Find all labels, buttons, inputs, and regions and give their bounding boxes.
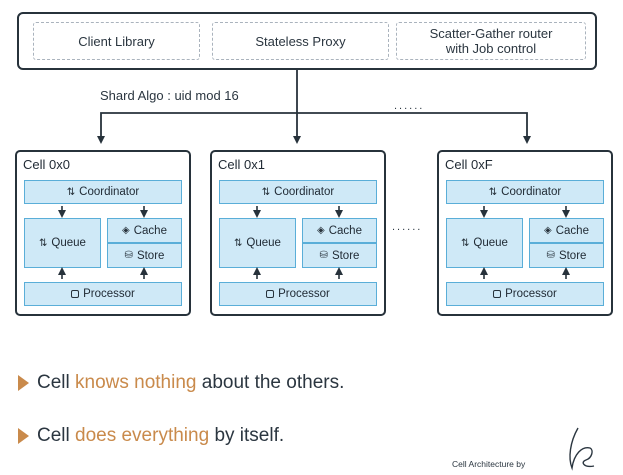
sort-arrows-icon: ⇅ [261,186,271,198]
cache-box: ◈ Cache [107,218,182,243]
cell-0x1: Cell 0x1 ⇅ Coordinator ⇅ Queue ◈ Cache ⛁… [210,150,386,316]
ellipsis-middle: ...... [392,221,423,233]
sort-arrows-icon: ⇅ [39,237,48,249]
coordinator-box: ⇅ Coordinator [24,180,182,204]
architecture-diagram: Client Library Stateless Proxy Scatter-G… [15,12,613,316]
bullet-suffix: about the others. [196,372,345,393]
cell-title: Cell 0xF [445,157,493,172]
sort-arrows-icon: ⇅ [66,186,76,198]
cell-inner-arrows [480,206,570,279]
shard-algo-label: Shard Algo : uid mod 16 [100,88,239,103]
database-icon: ⛁ [546,250,555,261]
cache-box: ◈ Cache [529,218,604,243]
coordinator-box: ⇅ Coordinator [219,180,377,204]
queue-label: Queue [51,237,86,249]
queue-box: ⇅ Queue [24,218,101,268]
layers-icon: ◈ [317,225,325,236]
layers-icon: ◈ [122,225,130,236]
processor-box: Processor [219,282,377,306]
queue-label: Queue [473,237,508,249]
triangle-bullet-icon [18,375,29,391]
credit-text: Cell Architecture by [452,459,526,469]
cell-title: Cell 0x0 [23,157,70,172]
signature-logo [569,427,595,471]
bullet-point: Cell knows nothing about the others. [18,372,344,394]
square-icon [266,290,275,298]
branch-line-right [297,112,531,144]
cache-label: Cache [133,224,167,237]
triangle-bullet-icon [18,428,29,444]
processor-label: Processor [278,288,330,300]
cell-title: Cell 0x1 [218,157,265,172]
bullet-prefix: Cell [37,425,76,446]
processor-label: Processor [505,288,557,300]
cache-box: ◈ Cache [302,218,377,243]
scatter-gather-router-box: Scatter-Gather router with Job control [396,22,586,60]
store-label: Store [558,249,587,262]
bullet-suffix: by itself. [209,425,285,446]
coordinator-label: Coordinator [501,186,562,198]
layers-icon: ◈ [544,225,552,236]
store-label: Store [331,249,360,262]
database-icon: ⛁ [319,250,328,261]
cache-label: Cache [328,224,362,237]
queue-box: ⇅ Queue [219,218,296,268]
queue-box: ⇅ Queue [446,218,523,268]
branch-line-left [97,112,297,144]
square-icon [71,290,80,298]
ellipsis-top: ...... [392,100,427,112]
processor-box: Processor [24,282,182,306]
cell-inner-arrows [253,206,343,279]
processor-label: Processor [83,288,135,300]
stateless-proxy-box: Stateless Proxy [212,22,389,60]
cache-label: Cache [555,224,589,237]
cell-0x0: Cell 0x0 ⇅ Coordinator ⇅ Queue ◈ Cache ⛁… [15,150,191,316]
cell-0xf: Cell 0xF ⇅ Coordinator ⇅ Queue ◈ Cache ⛁… [437,150,613,316]
sort-arrows-icon: ⇅ [488,186,498,198]
sort-arrows-icon: ⇅ [234,237,243,249]
client-tier-container [17,12,597,70]
coordinator-label: Coordinator [274,186,335,198]
bullet-prefix: Cell [37,372,76,393]
bullet-highlight: knows nothing [75,372,197,393]
cell-inner-arrows [58,206,148,279]
queue-label: Queue [246,237,281,249]
coordinator-box: ⇅ Coordinator [446,180,604,204]
client-library-box: Client Library [33,22,200,60]
square-icon [493,290,502,298]
bullet-highlight: does everything [75,425,210,446]
sort-arrows-icon: ⇅ [461,237,470,249]
bullet-point: Cell does everything by itself. [18,425,284,447]
store-label: Store [136,249,165,262]
database-icon: ⛁ [124,250,133,261]
coordinator-label: Coordinator [79,186,140,198]
processor-box: Processor [446,282,604,306]
routing-arrows [97,70,531,144]
